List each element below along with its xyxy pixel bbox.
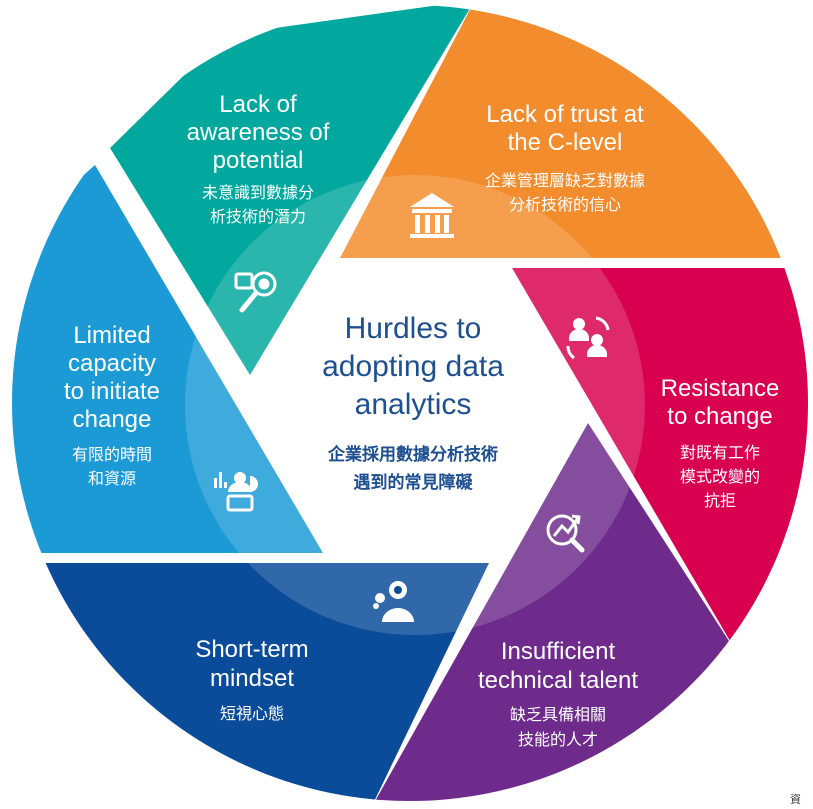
segment-subtitle-line: 未意識到數據分 <box>202 183 314 202</box>
center-subtitle: 企業採用數據分析技術 遇到的常見障礙 <box>327 444 498 493</box>
team-laptop-icon <box>214 472 258 512</box>
segment-subtitle-line: 短視心態 <box>220 704 284 723</box>
center-title-line: Hurdles to <box>345 312 482 345</box>
segment-subtitle-line: 有限的時間 <box>72 445 152 464</box>
segment-title-line: Resistance <box>661 375 780 402</box>
segment-title-line: technical talent <box>478 667 638 694</box>
segment-subtitle-line: 分析技術的信心 <box>509 195 621 214</box>
segment-subtitle-line: 模式改變的 <box>680 467 760 486</box>
bank-building-icon <box>410 193 454 238</box>
segment-trust <box>340 5 808 258</box>
segment-talent <box>370 423 740 801</box>
segment-title-line: Lack of trust at <box>486 101 644 128</box>
segment-capacity <box>12 165 323 553</box>
segment-label-resistance: Resistance to change 對既有工作 模式改變的 抗拒 <box>661 375 780 510</box>
segment-subtitle-line: 和資源 <box>88 469 136 488</box>
segment-label-trust: Lack of trust at the C-level 企業管理層缺乏對數據 … <box>485 101 645 214</box>
segment-title-line: awareness of <box>187 119 330 146</box>
people-exchange-icon <box>566 316 610 360</box>
segment-title-line: Insufficient <box>501 638 616 665</box>
segment-title-line: to change <box>667 403 772 430</box>
segment-title-line: change <box>73 406 152 433</box>
center-title-line: adopting data <box>322 350 504 383</box>
segment-title-line: capacity <box>68 350 156 377</box>
segment-subtitle-line: 抗拒 <box>704 491 736 510</box>
segment-title-line: Short-term <box>195 636 308 663</box>
center-title: Hurdles to adopting data analytics <box>322 312 504 421</box>
analytics-growth-icon <box>546 514 585 553</box>
segment-label-talent: Insufficient technical talent 缺乏具備相關 技能的… <box>478 638 638 749</box>
segment-title-line: to initiate <box>64 378 160 405</box>
source-note: 資 <box>790 793 801 806</box>
segment-label-capacity: Limited capacity to initiate change 有限的時… <box>64 322 160 488</box>
segment-title-line: mindset <box>210 665 294 692</box>
center-subtitle-line: 企業採用數據分析技術 <box>327 444 498 465</box>
magnifier-gear-icon <box>234 271 277 313</box>
segment-title-line: Lack of <box>219 91 297 118</box>
center-title-line: analytics <box>355 388 472 421</box>
segment-resistance <box>512 268 808 690</box>
segment-title-line: Limited <box>73 322 150 349</box>
segment-title-line: potential <box>213 147 304 174</box>
segment-label-shortterm: Short-term mindset 短視心態 <box>195 636 308 723</box>
segment-awareness <box>110 5 475 375</box>
segment-title-line: the C-level <box>508 129 623 156</box>
segment-subtitle-line: 技能的人才 <box>518 730 598 749</box>
segment-label-awareness: Lack of awareness of potential 未意識到數據分 析… <box>187 91 330 226</box>
segment-subtitle-line: 析技術的潛力 <box>210 207 306 226</box>
segment-subtitle-line: 企業管理層缺乏對數據 <box>485 171 645 190</box>
center-subtitle-line: 遇到的常見障礙 <box>354 472 474 493</box>
center-hexagon <box>250 258 588 563</box>
segment-subtitle-line: 對既有工作 <box>680 443 760 462</box>
segment-subtitle-line: 缺乏具備相關 <box>510 705 606 724</box>
thinking-person-icon <box>373 581 414 622</box>
